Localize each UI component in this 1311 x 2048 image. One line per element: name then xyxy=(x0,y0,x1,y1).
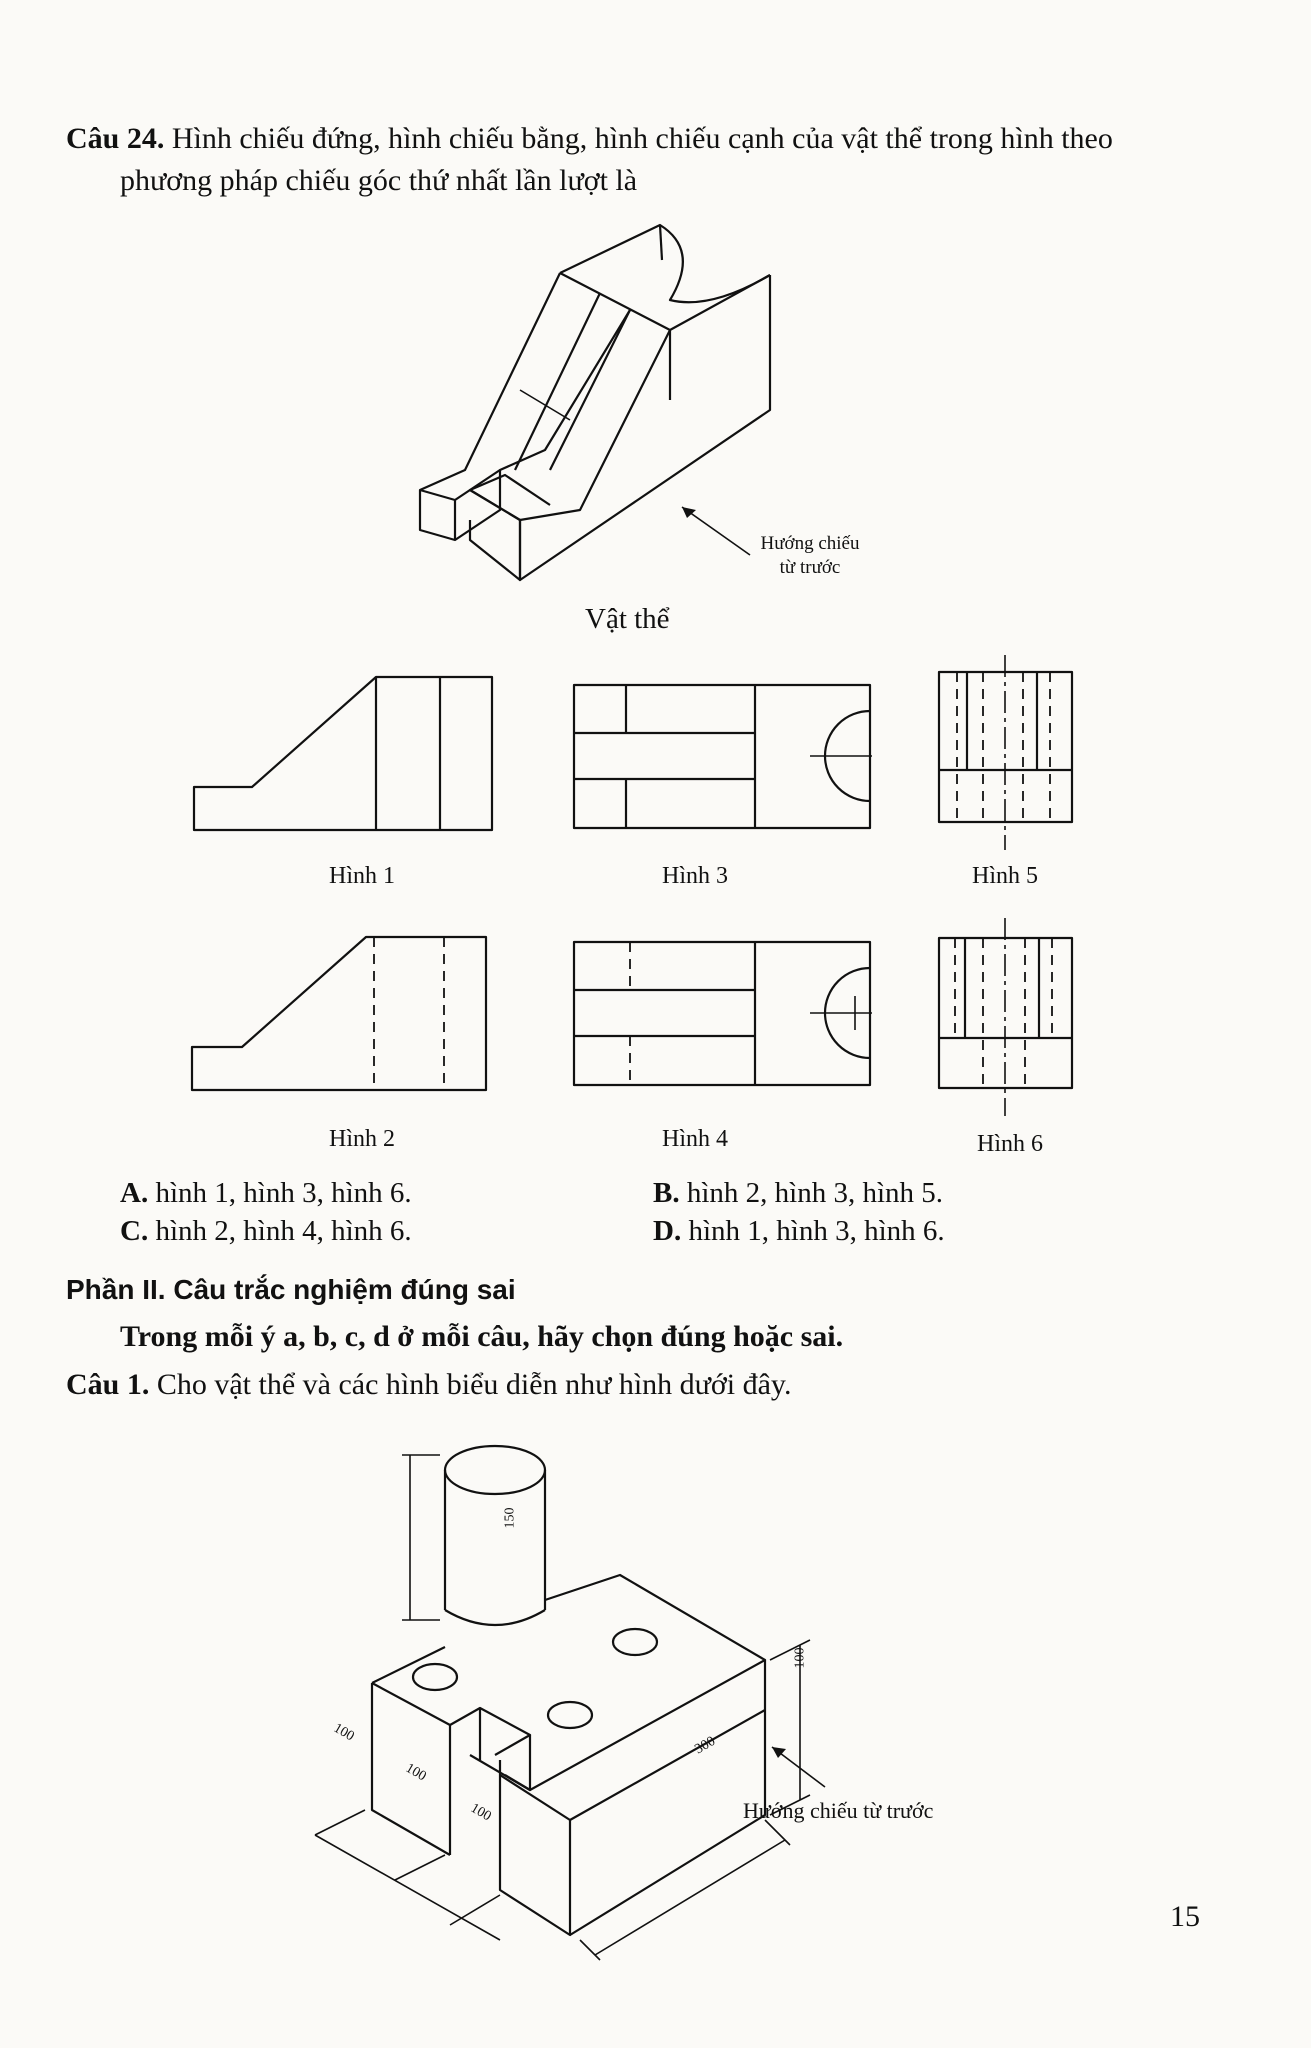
q24-object-drawing xyxy=(418,223,772,582)
object-caption: Vật thể xyxy=(585,603,670,635)
fig2-hidden xyxy=(373,937,445,1090)
slope-edge-2 xyxy=(549,309,631,471)
figure-3 xyxy=(572,683,872,830)
caption-hinh-4: Hình 4 xyxy=(662,1126,728,1152)
option-d[interactable]: D. hình 1, hình 3, hình 6. xyxy=(653,1215,945,1248)
q24-direction-label: Hướng chiếu từ trước xyxy=(755,532,865,580)
figure-1 xyxy=(192,675,494,832)
fig1-lines xyxy=(374,677,442,830)
figure-5 xyxy=(937,655,1074,850)
fig4-center xyxy=(810,996,872,1030)
block-left xyxy=(370,1683,452,1856)
caption-hinh-6: Hình 6 xyxy=(977,1131,1043,1157)
figure-2 xyxy=(190,935,488,1092)
notch-edge xyxy=(658,224,664,261)
arrow-line xyxy=(681,506,751,556)
fig1-outline xyxy=(192,675,494,832)
hole-2 xyxy=(611,1627,659,1657)
option-b-key: B. xyxy=(653,1177,680,1209)
dim-length xyxy=(579,1819,791,1961)
hole-1 xyxy=(411,1662,459,1692)
fig6-hidden xyxy=(954,938,1053,1088)
cylinder-sides xyxy=(443,1470,547,1610)
option-a-key: A. xyxy=(120,1177,149,1209)
q1-object-drawing xyxy=(314,1444,811,1961)
left-foot xyxy=(419,469,501,540)
block-top xyxy=(371,1573,767,1792)
option-d-text: hình 1, hình 3, hình 6. xyxy=(688,1215,945,1247)
question-24-label: Câu 24. xyxy=(66,122,165,155)
option-a[interactable]: A. hình 1, hình 3, hình 6. xyxy=(120,1177,412,1210)
option-a-text: hình 1, hình 3, hình 6. xyxy=(155,1177,412,1209)
fig2-outline xyxy=(190,935,488,1092)
dim-label-100-height: 100 xyxy=(792,1647,808,1669)
q1-direction-label: Hướng chiếu từ trước xyxy=(743,1798,934,1823)
question-1-label: Câu 1. xyxy=(66,1368,150,1401)
arrow-head xyxy=(772,1747,786,1758)
q1-direction-arrow xyxy=(771,1746,826,1788)
dim-height-block xyxy=(769,1639,811,1816)
foot-top-edge xyxy=(469,489,521,521)
arrow-head xyxy=(682,507,696,518)
right-slope xyxy=(519,329,671,522)
fig3-slots xyxy=(574,685,757,828)
notch-top xyxy=(449,1706,532,1756)
question-1-text: Cho vật thể và các hình biểu diễn như hì… xyxy=(156,1368,792,1401)
cylinder-base xyxy=(444,1609,546,1626)
notch-walls xyxy=(478,1708,532,1792)
hole-3 xyxy=(546,1700,594,1730)
cylinder-top xyxy=(443,1444,547,1496)
slope-edge-1 xyxy=(514,292,601,471)
fig3-center xyxy=(810,739,872,773)
dim-label-150: 150 xyxy=(502,1507,518,1529)
figure-4 xyxy=(572,940,872,1087)
question-24-text: Hình chiếu đứng, hình chiếu bằng, hình c… xyxy=(171,122,1113,155)
direction-arrow xyxy=(519,389,571,421)
direction-label-line2: từ trước xyxy=(779,557,841,578)
object-top-front xyxy=(559,272,771,332)
option-d-key: D. xyxy=(653,1215,682,1247)
object-top-back xyxy=(559,223,771,304)
option-b[interactable]: B. hình 2, hình 3, hình 5. xyxy=(653,1177,943,1210)
option-b-text: hình 2, hình 3, hình 5. xyxy=(686,1177,944,1209)
figure-6 xyxy=(937,918,1074,1116)
option-c-text: hình 2, hình 4, hình 6. xyxy=(155,1215,412,1247)
caption-hinh-1: Hình 1 xyxy=(329,863,395,889)
dim-height-cylinder xyxy=(402,1454,440,1621)
right-foot xyxy=(468,473,551,582)
fig4-slots xyxy=(574,942,757,1085)
block-right-face xyxy=(569,1660,767,1936)
question-24-line1: Câu 24. Hình chiếu đứng, hình chiếu bằng… xyxy=(66,118,1113,160)
caption-hinh-2: Hình 2 xyxy=(329,1126,395,1152)
dim-widths xyxy=(314,1809,501,1941)
question-24-line2: phương pháp chiếu góc thứ nhất lần lượt … xyxy=(120,164,638,197)
option-c[interactable]: C. hình 2, hình 4, hình 6. xyxy=(120,1215,412,1248)
part-2-instruction: Trong mỗi ý a, b, c, d ở mỗi câu, hãy ch… xyxy=(120,1320,844,1353)
q24-direction-arrow xyxy=(681,506,751,556)
direction-label-line1: Hướng chiếu xyxy=(760,533,860,554)
page-number: 15 xyxy=(1170,1900,1200,1933)
caption-hinh-3: Hình 3 xyxy=(662,863,728,889)
option-c-key: C. xyxy=(120,1215,149,1247)
part-2-title: Phần II. Câu trắc nghiệm đúng sai xyxy=(66,1274,516,1305)
fig5-hidden xyxy=(956,672,1051,822)
caption-hinh-5: Hình 5 xyxy=(972,863,1038,889)
question-1: Câu 1. Cho vật thể và các hình biểu diễn… xyxy=(66,1364,792,1406)
